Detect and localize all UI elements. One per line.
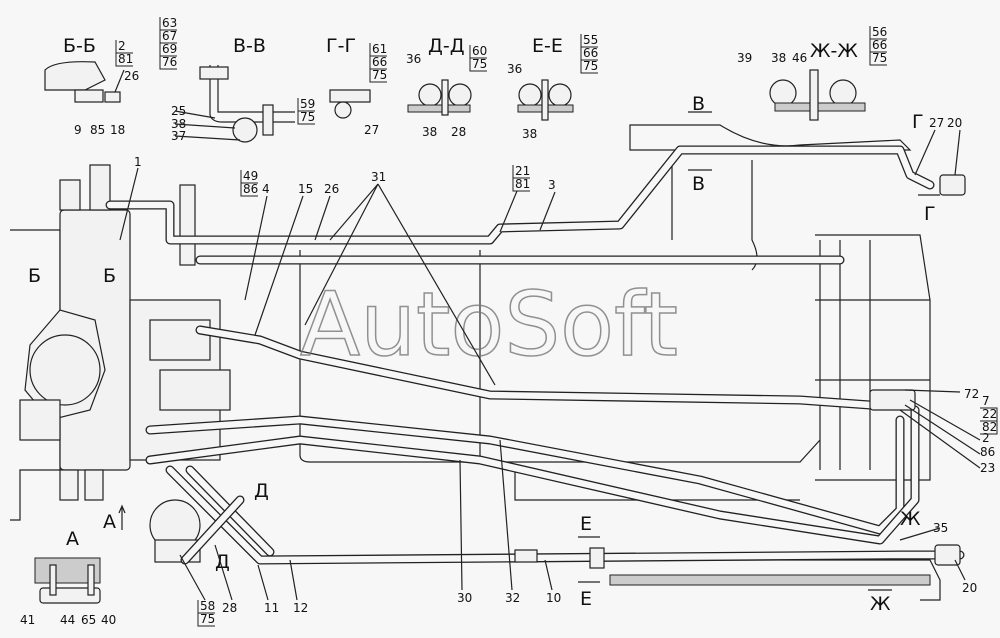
callout-3: 3 (548, 178, 556, 192)
ref-ee-0: 55 (583, 33, 598, 47)
callout-vv-25: 25 (171, 104, 186, 118)
leader-lines (114, 69, 981, 601)
callout-1: 1 (134, 155, 142, 169)
ref-7-1: 22 (982, 407, 997, 421)
callout-20-bottom: 20 (962, 581, 977, 595)
ref-vv-2: 69 (162, 42, 177, 56)
mark-v-bottom: В (692, 173, 705, 195)
callout-35: 35 (933, 521, 948, 535)
callout-2: 2 (982, 431, 990, 445)
ref-stacks: 2 81 63 67 69 76 59 75 61 66 75 60 75 55… (115, 16, 998, 627)
autosoft-watermark: AutoSoft (300, 273, 678, 376)
callout-zhzh-39: 39 (737, 51, 752, 65)
callout-32: 32 (505, 591, 520, 605)
ref-dd-1: 75 (472, 57, 487, 71)
callout-26: 26 (324, 182, 339, 196)
callout-27: 27 (929, 116, 944, 130)
callout-bb-9: 9 (74, 123, 82, 137)
callout-dd-28: 28 (451, 125, 466, 139)
section-title-zhzh: Ж-Ж (810, 40, 858, 62)
hydraulic-tubes (105, 145, 966, 569)
callout-86: 86 (980, 445, 995, 459)
section-vv-detail (199, 65, 295, 143)
ref-bb-1: 81 (118, 52, 133, 66)
callouts: 26 9 85 18 25 38 3 7 27 36 38 28 36 38 39… (20, 51, 995, 627)
callout-ee-36: 36 (507, 62, 522, 76)
mark-b-left: Б (28, 265, 41, 287)
ref-zhzh-2: 75 (872, 51, 887, 65)
view-a-detail (34, 557, 101, 604)
ref-gg-0: 61 (372, 42, 387, 56)
callout-12: 12 (293, 601, 308, 615)
mark-b-right: Б (103, 265, 116, 287)
callout-zhzh-38: 38 (771, 51, 786, 65)
mark-g-bottom: Г (924, 203, 936, 225)
callout-65: 65 (81, 613, 96, 627)
section-ee-detail (517, 79, 574, 121)
section-title-ee: Е-Е (532, 35, 563, 57)
callout-28: 28 (222, 601, 237, 615)
callout-30: 30 (457, 591, 472, 605)
ref-bb-0: 2 (118, 39, 126, 53)
ref-7-0: 7 (982, 394, 990, 408)
section-title-vv: В-В (233, 35, 266, 57)
callout-40: 40 (101, 613, 116, 627)
callout-23: 23 (980, 461, 995, 475)
ref-58-1: 75 (200, 612, 215, 626)
callout-zhzh-46: 46 (792, 51, 807, 65)
callout-72: 72 (964, 387, 979, 401)
callout-20-top: 20 (947, 116, 962, 130)
callout-bb-18: 18 (110, 123, 125, 137)
section-dd-detail (407, 79, 472, 116)
callout-31: 31 (371, 170, 386, 184)
callout-4: 4 (262, 182, 270, 196)
section-title-dd: Д-Д (428, 35, 465, 57)
section-gg-detail (329, 89, 371, 119)
ref-58-0: 58 (200, 599, 215, 613)
ref-vv-1: 67 (162, 29, 177, 43)
ref-49-1: 86 (243, 182, 258, 196)
ref-vv-3: 76 (162, 55, 177, 69)
section-zhzh-detail (769, 69, 866, 121)
view-title-a: А (66, 528, 79, 550)
callout-44: 44 (60, 613, 75, 627)
callout-10: 10 (546, 591, 561, 605)
ref-ee-1: 66 (583, 46, 598, 60)
ref-gg-2: 75 (372, 68, 387, 82)
callout-dd-36: 36 (406, 52, 421, 66)
mark-e-top: Е (580, 513, 592, 535)
ref-21-0: 21 (515, 164, 530, 178)
mark-a-view: А (103, 511, 116, 533)
callout-41: 41 (20, 613, 35, 627)
callout-15: 15 (298, 182, 313, 196)
callout-bb-85: 85 (90, 123, 105, 137)
ref-zhzh-0: 56 (872, 25, 887, 39)
callout-gg-27: 27 (364, 123, 379, 137)
section-title-bb: Б-Б (63, 35, 96, 57)
ref-49-0: 49 (243, 169, 258, 183)
mark-e-bottom: Е (580, 588, 592, 610)
ref-vv2-1: 75 (300, 110, 315, 124)
ref-vv2-0: 59 (300, 97, 315, 111)
mark-g-top: Г (912, 111, 924, 133)
callout-ee-38: 38 (522, 127, 537, 141)
ref-gg-1: 66 (372, 55, 387, 69)
section-bb-detail (44, 61, 121, 103)
ref-7-2: 82 (982, 420, 997, 434)
callout-11: 11 (264, 601, 279, 615)
ref-zhzh-1: 66 (872, 38, 887, 52)
mark-v-top: В (692, 93, 705, 115)
mark-d-top: Д (254, 480, 269, 502)
ref-21-1: 81 (515, 177, 530, 191)
callout-bb-26: 26 (124, 69, 139, 83)
ref-dd-0: 60 (472, 44, 487, 58)
section-title-gg: Г-Г (326, 35, 356, 57)
ref-ee-2: 75 (583, 59, 598, 73)
callout-dd-38: 38 (422, 125, 437, 139)
ref-vv-0: 63 (162, 16, 177, 30)
mark-zh-top: Ж (900, 508, 921, 530)
mark-zh-bottom: Ж (870, 593, 891, 615)
section-marks: Б Б В В Г Г Д Д Е Е Ж Ж А (28, 93, 940, 615)
